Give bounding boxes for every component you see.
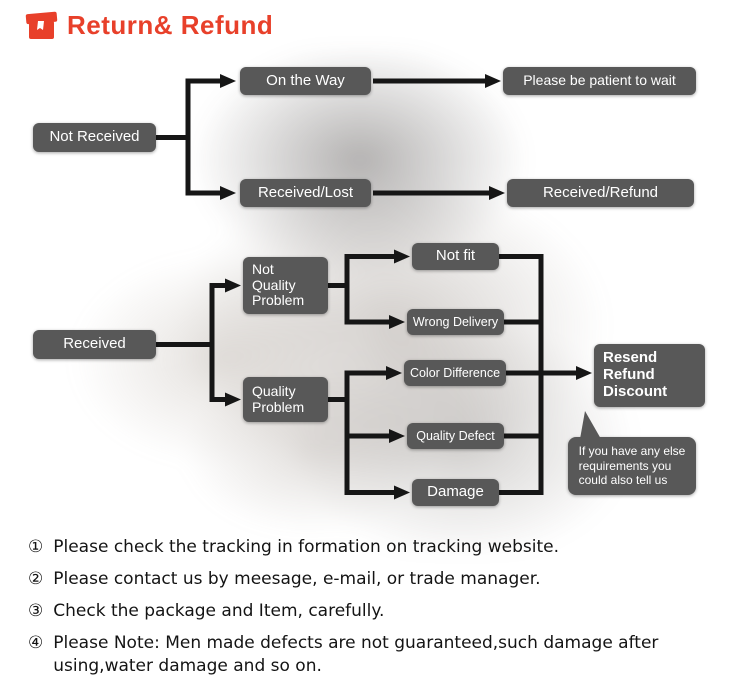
note-number-1: ① <box>28 537 44 557</box>
note-text-1: Please check the tracking in formation o… <box>53 537 559 557</box>
speech-bubble-text: If you have any else requirements you co… <box>578 444 686 488</box>
flow-node-received-lost: Received/Lost <box>240 179 371 207</box>
note-text-3: Check the package and Item, carefully. <box>53 600 385 621</box>
note-item-4: ④ Please Note: Men made defects are not … <box>28 632 720 678</box>
flow-node-color-difference: Color Difference <box>404 360 506 386</box>
notes-list: ① Please check the tracking in formation… <box>28 536 720 687</box>
speech-bubble: If you have any else requirements you co… <box>568 411 696 495</box>
flow-node-not-fit: Not fit <box>412 243 499 270</box>
flow-node-received-refund: Received/Refund <box>507 179 694 207</box>
page-header: Return& Refund <box>24 8 273 42</box>
note-number-4: ④ <box>28 632 44 653</box>
note-item-2: ② Please contact us by meesage, e-mail, … <box>28 568 720 591</box>
note-text-4: Please Note: Men made defects are not gu… <box>53 632 659 676</box>
note-item-1: ① Please check the tracking in formation… <box>28 536 720 559</box>
note-item-3: ③ Check the package and Item, carefully. <box>28 600 720 623</box>
flow-node-not-quality-problem: Not Quality Problem <box>243 257 328 314</box>
flowchart-connectors <box>152 74 592 500</box>
return-box-icon <box>25 11 58 39</box>
flow-node-resend-refund-discount: Resend Refund Discount <box>594 344 705 407</box>
note-number-2: ② <box>28 568 44 589</box>
flow-node-not-received: Not Received <box>33 123 156 152</box>
flow-node-wrong-delivery: Wrong Delivery <box>407 309 504 335</box>
flow-node-damage: Damage <box>412 479 499 506</box>
flow-node-be-patient: Please be patient to wait <box>503 67 696 95</box>
speech-bubble-tail <box>580 411 601 439</box>
note-text-2: Please contact us by meesage, e-mail, or… <box>53 568 541 589</box>
flow-node-received: Received <box>33 330 156 359</box>
note-number-3: ③ <box>28 600 44 621</box>
page-title: Return& Refund <box>67 9 274 40</box>
flow-node-on-the-way: On the Way <box>240 67 371 95</box>
flow-node-quality-defect: Quality Defect <box>407 423 504 449</box>
flow-node-quality-problem: Quality Problem <box>243 377 328 422</box>
